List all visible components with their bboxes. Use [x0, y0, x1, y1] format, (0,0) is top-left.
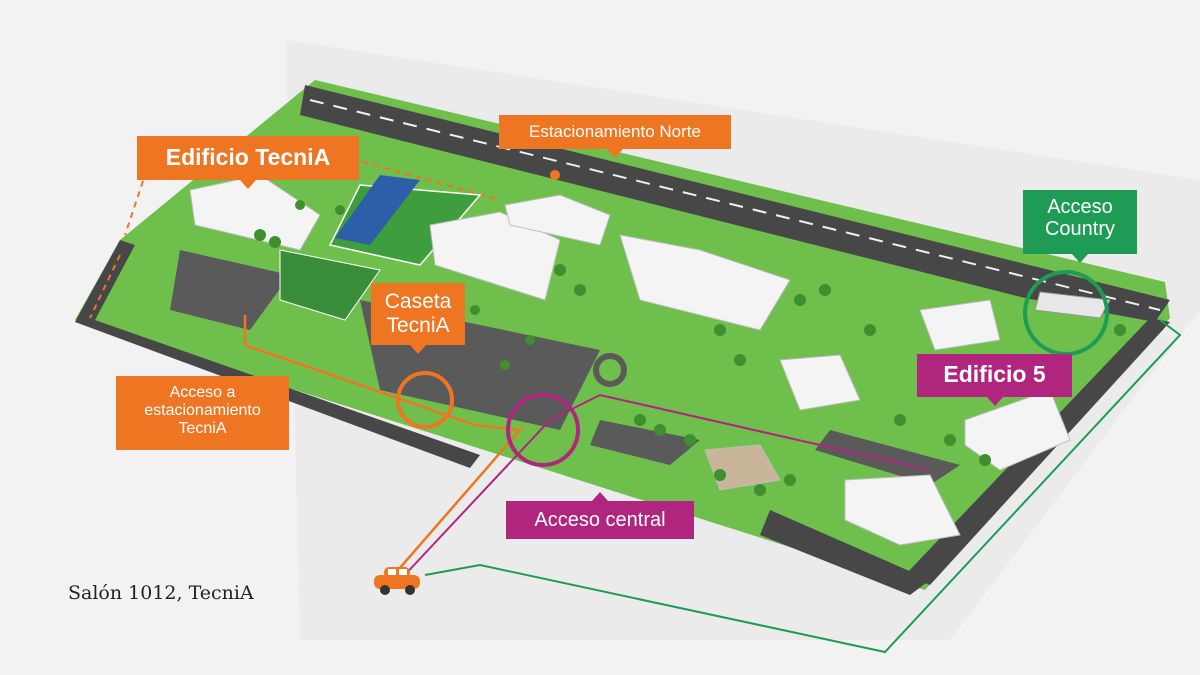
- label-edificio-tecnia: Edificio TecniA: [137, 136, 359, 189]
- marker-circle-icon: [396, 371, 454, 429]
- label-line: Country: [1044, 218, 1116, 241]
- car-icon: [374, 567, 420, 595]
- roundabout: [593, 353, 627, 387]
- building-a: [429, 211, 561, 301]
- country-gate: [1034, 291, 1111, 319]
- label-text: Acceso central: [534, 509, 666, 531]
- parking-east: [815, 430, 960, 485]
- tennis-courts: [335, 175, 420, 245]
- building-c: [619, 234, 791, 331]
- west-road: [75, 240, 480, 468]
- parking-south: [590, 420, 700, 465]
- label-line: Acceso a: [169, 384, 236, 401]
- label-line: TecniA: [178, 419, 227, 437]
- label-text: Edificio TecniA: [165, 144, 331, 170]
- tree-icon: [254, 200, 1126, 496]
- label-caseta-tecnia: Caseta TecniA: [371, 283, 465, 354]
- label-line: Caseta: [384, 290, 452, 313]
- courts: [279, 249, 381, 321]
- route-purple: [399, 393, 931, 581]
- label-text: Estacionamiento Norte: [529, 122, 701, 141]
- marker-circle-icon: [506, 393, 580, 467]
- label-estacionamiento-norte: Estacionamiento Norte: [499, 115, 731, 158]
- parking-west: [170, 250, 290, 330]
- label-acceso-country: Acceso Country: [1023, 190, 1137, 263]
- label-acceso-central: Acceso central: [506, 492, 694, 539]
- building-annex: [919, 299, 1001, 351]
- label-text: Edificio 5: [943, 361, 1046, 387]
- label-acceso-estacionamiento: Acceso a estacionamiento TecniA: [116, 376, 289, 450]
- label-line: estacionamiento: [144, 401, 261, 419]
- route-green: [424, 319, 1182, 654]
- south-road: [760, 510, 930, 595]
- marker-dot-icon: [550, 170, 560, 180]
- label-edificio-5: Edificio 5: [917, 354, 1072, 406]
- route-orange-2: [387, 426, 524, 583]
- building-south: [844, 474, 961, 546]
- label-line: Acceso: [1047, 196, 1113, 218]
- label-line: TecniA: [386, 313, 450, 337]
- building-mid: [779, 354, 861, 411]
- location-caption: Salón 1012, TecniA: [68, 582, 254, 604]
- building-b: [504, 194, 611, 246]
